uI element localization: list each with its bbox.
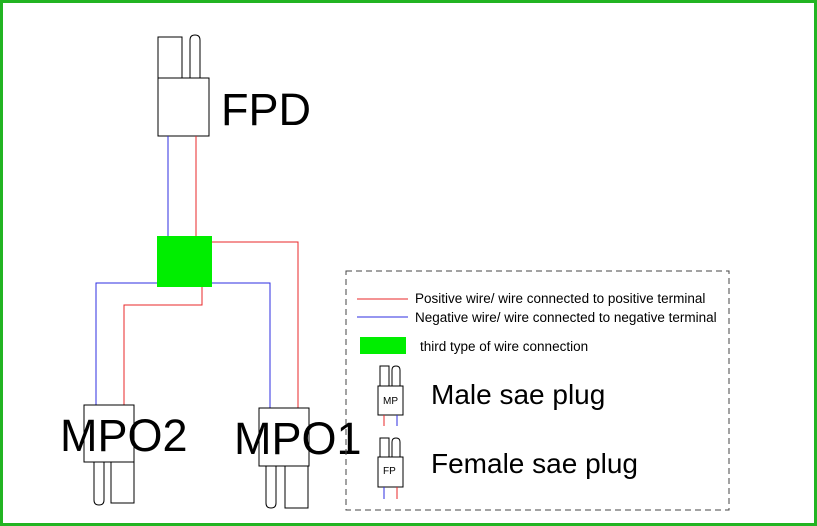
legend-male-text: Male sae plug <box>431 379 605 410</box>
legend-positive-text: Positive wire/ wire connected to positiv… <box>415 291 705 306</box>
female-plug-abbr: FP <box>383 466 396 477</box>
positive-wire-mpo2 <box>123 287 203 405</box>
junction-block <box>157 236 212 287</box>
mpo2-label: MPO2 <box>60 410 188 461</box>
legend-junction-swatch <box>360 337 406 354</box>
female-plug-icon <box>377 437 404 488</box>
fpd-label: FPD <box>221 84 311 135</box>
legend-box <box>345 270 730 511</box>
legend-negative-text: Negative wire/ wire connected to negativ… <box>415 310 717 325</box>
negative-wire-mpo2 <box>95 282 157 405</box>
mpo1-label: MPO1 <box>234 413 362 464</box>
negative-wire-mpo1 <box>212 282 271 408</box>
positive-wire-mpo1 <box>212 241 299 408</box>
legend-third-text: third type of wire connection <box>420 339 588 354</box>
male-plug-abbr: MP <box>383 396 398 407</box>
mpo2-connector <box>83 404 135 506</box>
legend-female-text: Female sae plug <box>431 448 638 479</box>
mpo1-connector <box>258 407 310 509</box>
male-plug-icon <box>377 365 404 416</box>
fpd-connector <box>157 34 210 137</box>
